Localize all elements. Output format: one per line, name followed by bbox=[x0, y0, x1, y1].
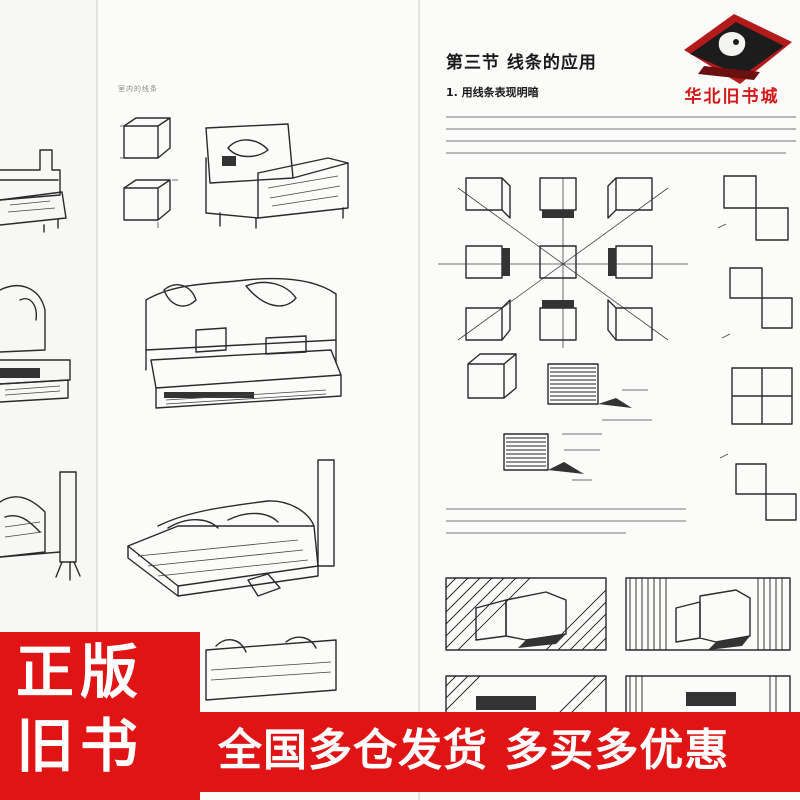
store-name: 华北旧书城 bbox=[684, 87, 780, 107]
page-gutter bbox=[96, 0, 98, 800]
sofa-table-sketch-left bbox=[0, 280, 96, 410]
sofa-sketch-left bbox=[0, 130, 96, 240]
sofa-sketch-bottom bbox=[196, 630, 346, 710]
subsection-title: 1. 用线条表现明暗 bbox=[446, 86, 539, 99]
armchair-sketch bbox=[198, 118, 358, 230]
hatched-cube-study-1 bbox=[445, 577, 607, 651]
badge-line-1: 正版 bbox=[16, 638, 145, 706]
bed-sketch bbox=[118, 456, 354, 616]
promo-banner-text: 全国多仓发货 多买多优惠 bbox=[218, 725, 730, 776]
promo-banner bbox=[200, 712, 800, 792]
body-paragraph bbox=[446, 116, 800, 164]
cube-sketches bbox=[120, 117, 180, 228]
shaded-cube-callouts bbox=[452, 350, 692, 490]
hatched-cube-study-3 bbox=[445, 675, 607, 717]
page-header: 室内的线条 bbox=[118, 85, 158, 93]
sofa-coffee-table-sketch bbox=[136, 270, 346, 420]
cube-perspective-diagram bbox=[438, 168, 688, 348]
cube-grid-sketches bbox=[716, 168, 800, 528]
badge-line-2: 旧书 bbox=[16, 712, 145, 780]
hatched-cube-study-2 bbox=[625, 577, 791, 651]
page-gutter bbox=[418, 0, 420, 800]
store-logo bbox=[664, 10, 800, 110]
section-title: 第三节 线条的应用 bbox=[446, 53, 597, 73]
caption-paragraph bbox=[446, 508, 686, 544]
genuine-used-book-badge: 正版 旧书 bbox=[0, 632, 200, 800]
hatched-cube-study-4 bbox=[625, 675, 791, 717]
bed-sketch-left bbox=[0, 462, 96, 592]
